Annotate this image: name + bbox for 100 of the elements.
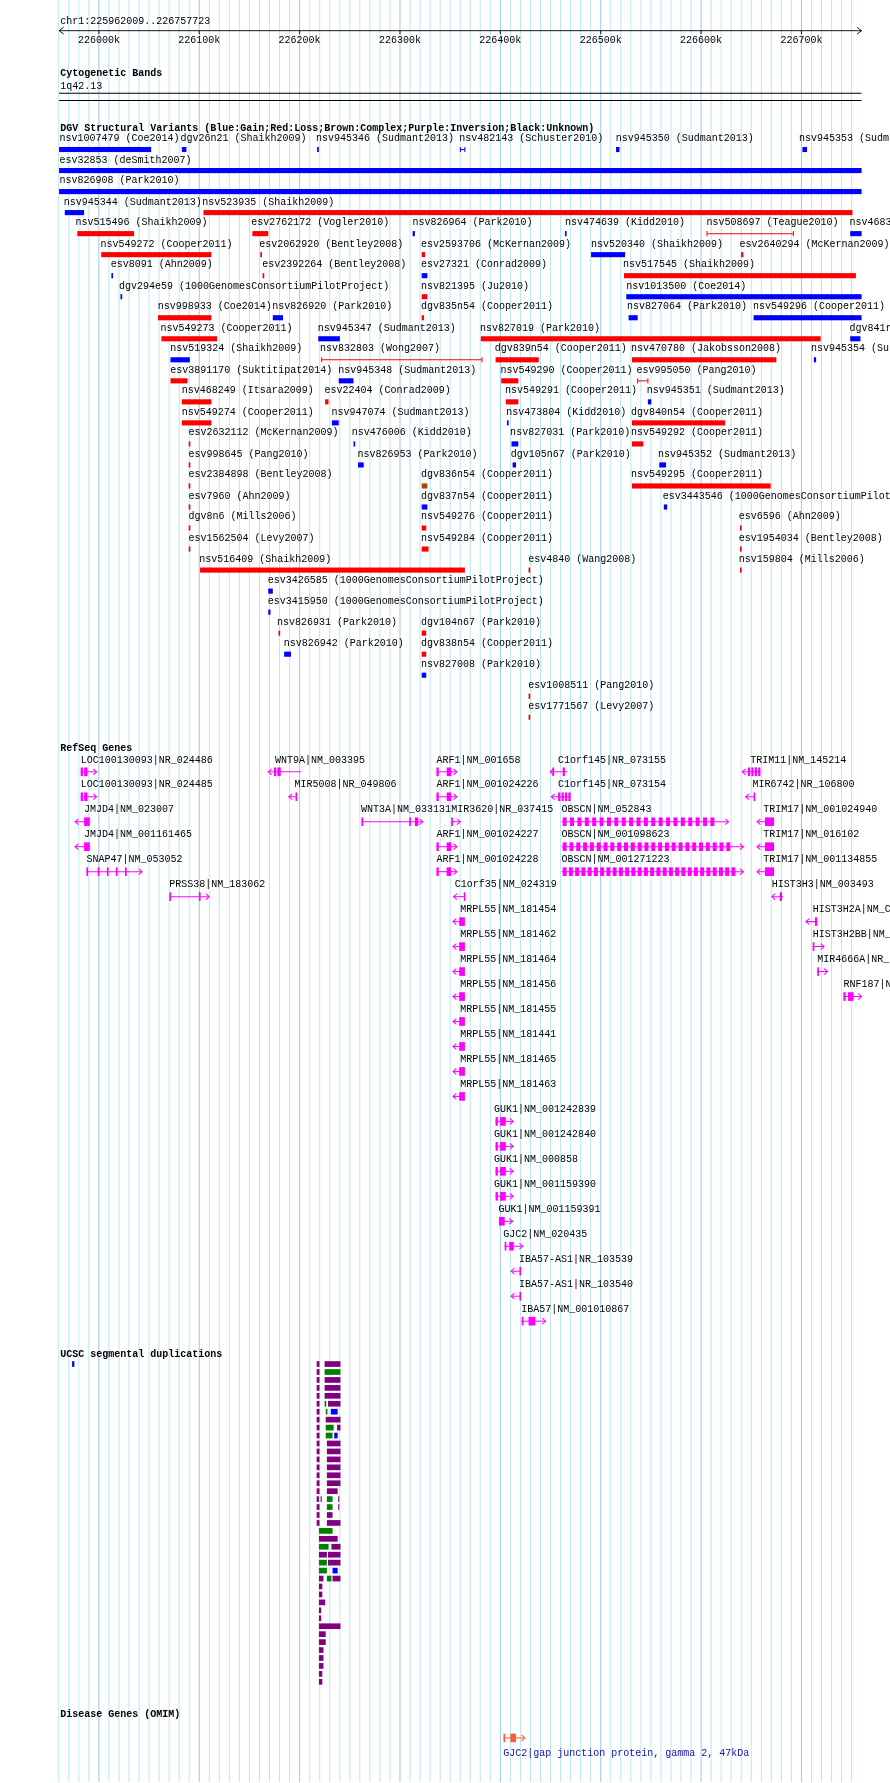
variant-label: esv2762172 (Vogler2010)	[251, 217, 390, 229]
gene-label: MIR3620|NR_037415	[451, 804, 554, 816]
variant-label: nsv826964 (Park2010)	[412, 217, 533, 229]
variant-label: nsv1007479 (Coe2014)	[59, 133, 180, 145]
variant-label: esv6596 (Ahn2009)	[738, 511, 841, 524]
gene-label: TRIM17|NM_001024940	[763, 804, 878, 816]
variant-label: esv2384898 (Bentley2008)	[188, 469, 333, 482]
gene-label: GUK1|NM_001159391	[498, 1203, 601, 1216]
variant-label: dgv840n54 (Cooper2011)	[631, 406, 764, 419]
variant-label: nsv468249 (Itsara2009)	[181, 385, 314, 398]
variant-label: esv22404 (Conrad2009)	[324, 385, 451, 398]
variant-label: esv3443546 (1000GenomesConsortiumPilot	[662, 490, 890, 503]
gene-label: GJC2|NM_020435	[503, 1228, 588, 1240]
variant-label: nsv549295 (Cooper2011)	[631, 469, 764, 482]
variant-label: nsv947074 (Sudmant2013)	[331, 406, 470, 419]
variant-label: nsv821395 (Ju2010)	[421, 280, 529, 292]
gene-label: OBSCN|NM_052843	[561, 804, 652, 816]
gene-label: OBSCN|NM_001271223	[561, 854, 670, 866]
gene-label: GUK1|NM_001242839	[494, 1103, 597, 1116]
variant-label: nsv826920 (Park2010)	[272, 301, 393, 313]
gene-label: RNF187|N	[843, 978, 890, 991]
variant-label: esv2593706 (McKernan2009)	[421, 238, 571, 250]
gene-label: ARF1|NM_001024228	[436, 854, 539, 866]
gene-label: WNT9A|NM_003395	[275, 754, 366, 766]
gene-label: C1orf145|NR_073154	[558, 779, 667, 791]
variant-label: nsv516409 (Shaikh2009)	[199, 553, 332, 566]
variant-label: esv32853 (deSmith2007)	[59, 154, 192, 166]
variant-label: nsv945346 (Sudmant2013)	[316, 133, 454, 145]
variant-label: esv27321 (Conrad2009)	[421, 259, 547, 271]
variant-label: nsv945344 (Sudmant2013)	[63, 196, 202, 208]
track-heading: RefSeq Genes	[60, 742, 133, 755]
variant-label: nsv473804 (Kidd2010)	[506, 406, 627, 419]
variant-label: nsv945347 (Sudmant2013)	[317, 322, 456, 334]
variant-label: nsv159804 (Mills2006)	[738, 553, 865, 566]
axis-tick-label: 226400k	[479, 35, 522, 47]
variant-label: nsv1013500 (Coe2014)	[626, 280, 747, 292]
gene-label: HIST3H2A|NM_C	[812, 904, 890, 916]
variant-label: esv2062920 (Bentley2008)	[259, 238, 404, 250]
variant-label: nsv482143 (Schuster2010)	[459, 133, 604, 145]
variant-label: nsv520340 (Shaikh2009)	[591, 238, 724, 250]
variant-label: esv1771567 (Levy2007)	[528, 701, 655, 713]
gene-label: SNAP47|NM_053052	[86, 854, 183, 866]
variant-label: dgv838n54 (Cooper2011)	[421, 638, 553, 650]
variant-label: esv7960 (Ahn2009)	[188, 490, 291, 503]
gene-label: C1orf145|NR_073155	[558, 754, 667, 766]
variant-label: esv4840 (Wang2008)	[528, 553, 637, 566]
gene-label: MRPL55|NM_181465	[460, 1053, 557, 1066]
variant-label: nsv474639 (Kidd2010)	[564, 217, 685, 229]
track-heading: Cytogenetic Bands	[60, 68, 163, 80]
track-heading: UCSC segmental duplications	[60, 1349, 223, 1361]
gene-label: GUK1|NM_001242840	[494, 1128, 597, 1141]
axis-tick-label: 226300k	[379, 35, 421, 47]
variant-label: nsv549276 (Cooper2011)	[421, 511, 553, 524]
variant-label: esv1954034 (Bentley2008)	[738, 532, 883, 545]
variant-label: nsv945353 (Sudm	[799, 133, 890, 145]
gene-label: IBA57-AS1|NR_103539	[519, 1253, 633, 1265]
variant-label: nsv470780 (Jakobsson2008)	[631, 343, 782, 355]
variant-label: nsv549296 (Cooper2011)	[753, 301, 886, 313]
variant-label: nsv508697 (Teague2010)	[706, 217, 839, 229]
gene-label: MRPL55|NM_181463	[460, 1078, 557, 1091]
variant-label: esv3426585 (1000GenomesConsortiumPilotProject)	[267, 574, 544, 587]
variant-label: nsv826953 (Park2010)	[357, 448, 478, 461]
variant-label: esv1562504 (Levy2007)	[188, 532, 315, 545]
gene-label: TRIM11|NM_145214	[750, 754, 847, 766]
variant-label: nsv826931 (Park2010)	[276, 616, 397, 629]
variant-label: nsv945351 (Sudmant2013)	[646, 385, 785, 398]
variant-label: dgv835n54 (Cooper2011)	[421, 301, 553, 313]
variant-label: nsv827031 (Park2010)	[510, 427, 631, 440]
variant-label: dgv837n54 (Cooper2011)	[421, 490, 553, 503]
variant-label: nsv4683	[849, 217, 890, 229]
variant-label: nsv827008 (Park2010)	[421, 659, 542, 671]
track-heading: DGV Structural Variants (Blue:Gain;Red:Loss;Brown:Complex;Purple:Inversion;Black:Unknown)	[60, 122, 595, 134]
variant-label: nsv827064 (Park2010)	[627, 301, 748, 313]
gene-label: OBSCN|NM_001098623	[561, 829, 670, 841]
gene-label: HIST3H3|NM_003493	[771, 879, 874, 891]
variant-label: dgv105n67 (Park2010)	[510, 448, 631, 461]
gene-label: PRSS38|NM_183062	[169, 879, 266, 891]
band-label: 1q42.13	[60, 80, 103, 93]
variant-label: nsv549291 (Cooper2011)	[505, 385, 637, 398]
variant-label: nsv945352 (Sudmant2013)	[658, 448, 797, 461]
variant-label: nsv523935 (Shaikh2009)	[202, 196, 335, 208]
gene-label: LOC100130093|NR_024485	[80, 779, 213, 791]
variant-label: nsv519324 (Shaikh2009)	[170, 343, 303, 355]
gene-label: MIR4666A|NR_	[817, 953, 890, 966]
track-heading: Disease Genes (OMIM)	[60, 1709, 181, 1721]
gene-label: JMJD4|NM_001161465	[84, 829, 193, 841]
variant-label: esv1008511 (Pang2010)	[528, 680, 655, 692]
variant-label: esv3415950 (1000GenomesConsortiumPilotProject)	[267, 595, 544, 608]
gene-label: MRPL55|NM_181455	[460, 1003, 557, 1016]
variant-label: nsv549284 (Cooper2011)	[421, 532, 553, 545]
gene-label: TRIM17|NM_016102	[763, 829, 860, 841]
variant-label: nsv998933 (Coe2014)	[157, 301, 272, 313]
variant-label: nsv945354 (Su	[811, 343, 889, 355]
variant-label: dgv104n67 (Park2010)	[421, 616, 542, 629]
gene-label: TRIM17|NM_001134855	[763, 854, 878, 866]
variant-label: esv2632112 (McKernan2009)	[188, 427, 339, 440]
axis-tick-label: 226100k	[178, 35, 221, 47]
variant-label: nsv827019 (Park2010)	[480, 322, 601, 334]
variant-label: esv995050 (Pang2010)	[636, 364, 757, 376]
gene-label: MRPL55|NM_181456	[460, 978, 557, 991]
